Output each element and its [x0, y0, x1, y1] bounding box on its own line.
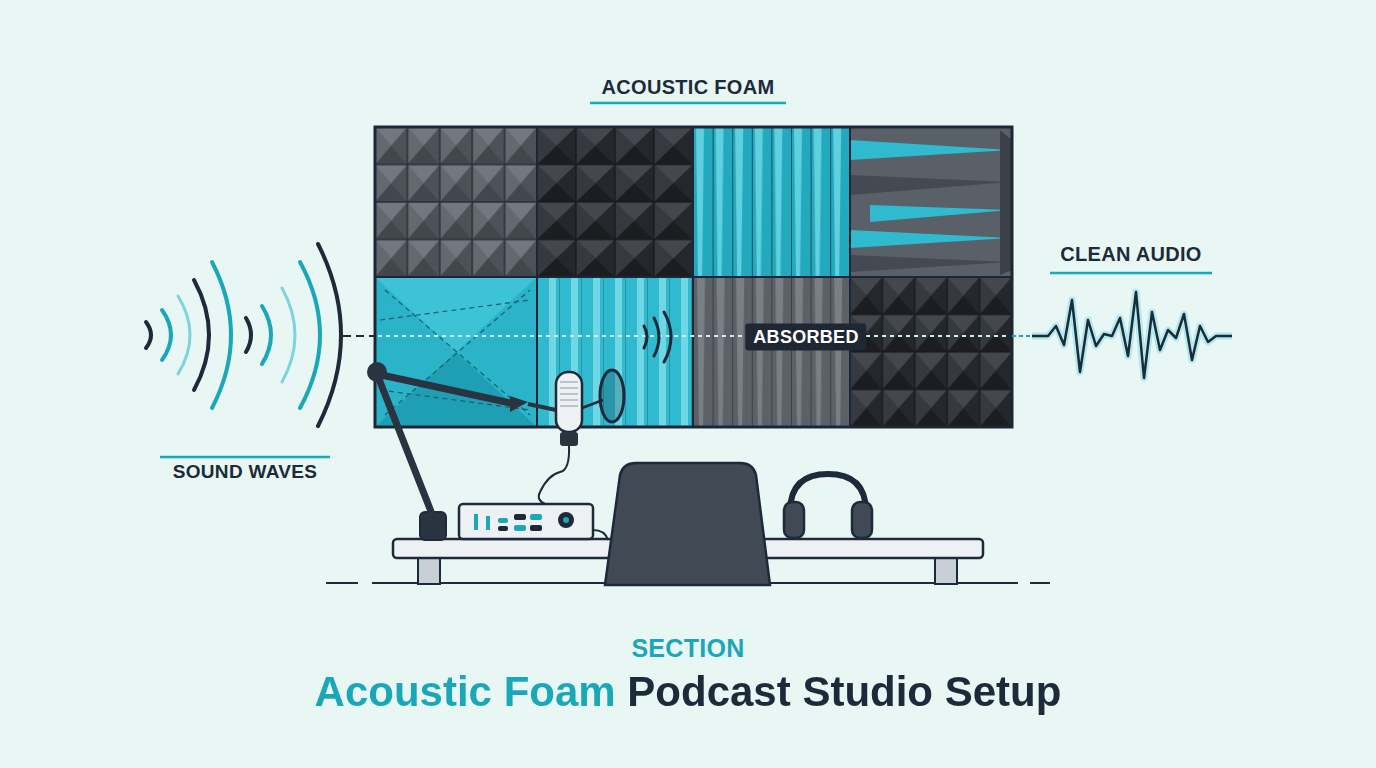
- title-wrap: Acoustic Foam Podcast Studio Setup: [0, 668, 1376, 716]
- absorbed-tag: ABSORBED: [745, 324, 866, 351]
- kicker-label: SECTION: [631, 634, 744, 663]
- section-heading: ACOUSTIC FOAM: [602, 76, 775, 99]
- input-label: SOUND WAVES: [173, 461, 317, 483]
- output-label: CLEAN AUDIO: [1060, 243, 1201, 266]
- page-title: Acoustic Foam Podcast Studio Setup: [315, 668, 1062, 716]
